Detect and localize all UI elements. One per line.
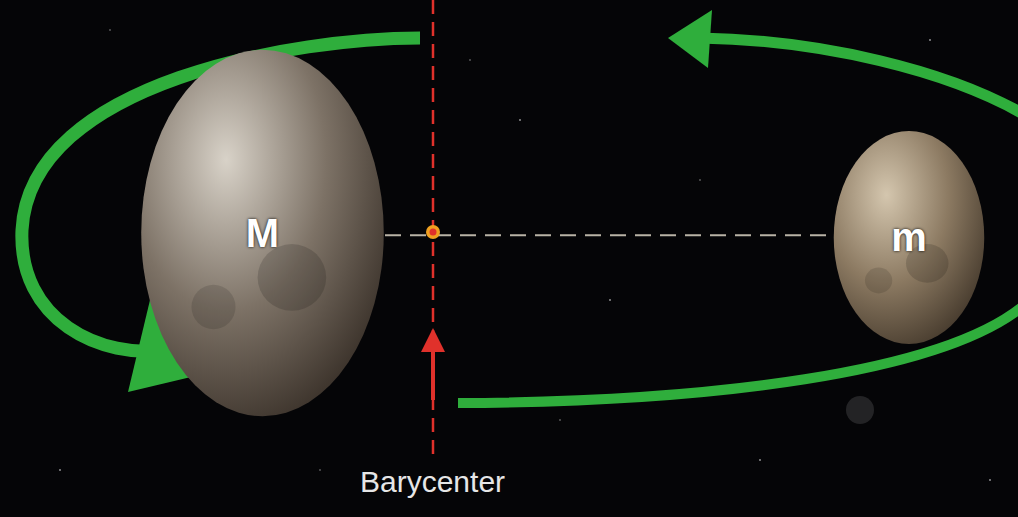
body-label: M — [246, 211, 279, 256]
planet-body: M — [140, 48, 385, 418]
barycenter-dot — [430, 229, 437, 236]
stars — [59, 29, 991, 481]
orbit-arrow — [700, 38, 1018, 118]
center-line — [385, 234, 833, 236]
star-glow — [846, 396, 874, 424]
arrow-head — [421, 328, 445, 352]
barycenter-dot — [426, 225, 440, 239]
pointer-arrow — [431, 345, 435, 400]
moon-body: m — [833, 130, 985, 345]
body-label: m — [891, 215, 927, 260]
arrow-head — [668, 10, 712, 68]
caption-label: Barycenter — [360, 465, 505, 499]
